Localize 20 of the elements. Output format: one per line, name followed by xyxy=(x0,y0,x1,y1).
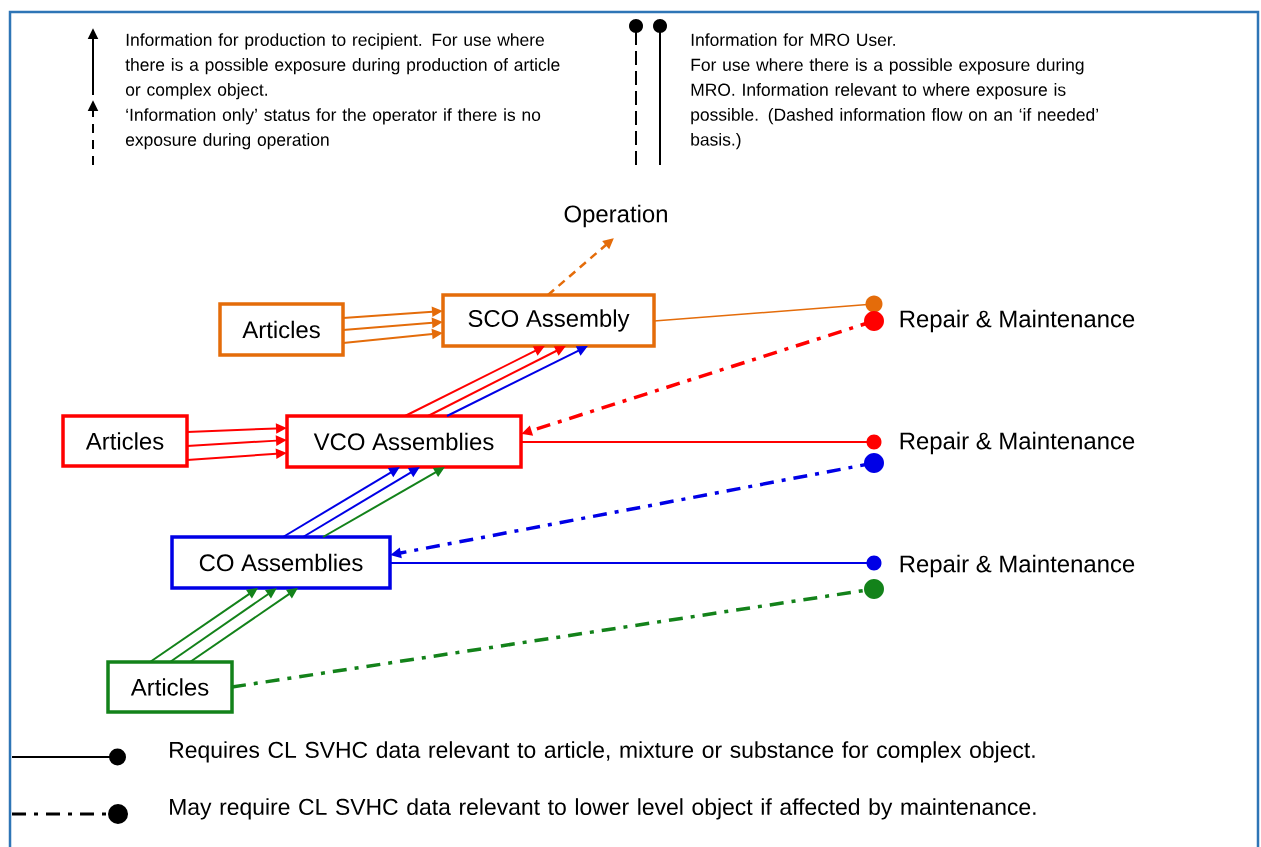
connector xyxy=(389,555,882,571)
connector xyxy=(520,434,882,450)
legend-text: May require CL SVHC data relevant to lower level object if affected by maintenance. xyxy=(170,798,1036,820)
repair-label: Repair & Maintenance xyxy=(900,554,1135,578)
assembly-box: VCO Assemblies xyxy=(285,414,523,469)
note-text: For use where there is a possible exposure during MRO. Information relevant to where exposure is possible. (Dashed information flow on an ‘if needed’ basis.) xyxy=(691,58,1098,150)
assembly-box: SCO Assembly xyxy=(441,293,656,348)
articles-box: Articles xyxy=(106,660,234,714)
legend-text: Information for production to recipient. For use where there is a possible exposure during production of article or complex object. xyxy=(125,33,560,100)
assembly-box: CO Assemblies xyxy=(170,535,392,590)
legend-text: Requires CL SVHC data relevant to article, mixture or substance for complex object. xyxy=(170,741,1035,763)
legend-text: Information for MRO User. xyxy=(691,33,895,46)
repair-label: Repair & Maintenance xyxy=(900,431,1135,455)
connector xyxy=(653,295,883,322)
operation-label: Operation xyxy=(564,204,667,228)
articles-box: Articles xyxy=(61,414,189,468)
articles-box: Articles xyxy=(218,302,345,357)
legend-text: ‘Information only’ status for the operator if there is no exposure during operation xyxy=(125,108,541,150)
connector xyxy=(231,579,884,689)
repair-label: Repair & Maintenance xyxy=(900,309,1135,333)
